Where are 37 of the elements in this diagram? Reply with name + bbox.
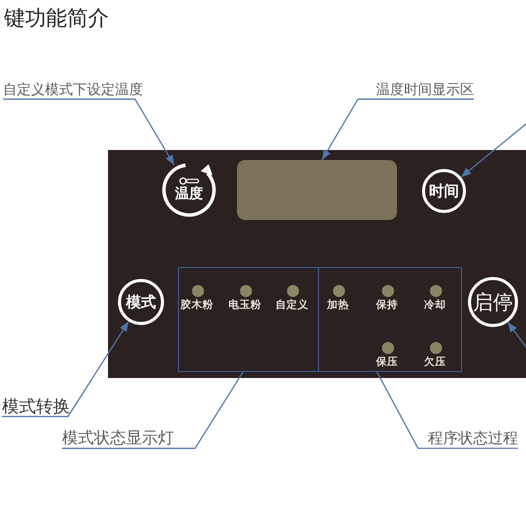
round-button: 模式 (118, 279, 164, 325)
leader-line (321, 98, 474, 160)
indicator-lamp-icon (382, 342, 394, 354)
indicator-lamp-icon (192, 285, 204, 297)
indicator-lamp-icon (430, 342, 442, 354)
round-button: 时间 (422, 169, 466, 213)
lamp-label: 加热 (327, 300, 349, 312)
callout-label: 模式转换 (2, 397, 70, 417)
round-button: 温度 (160, 161, 218, 219)
indicator-lamp-icon (382, 285, 394, 297)
lamp-label: 保压 (376, 357, 398, 369)
indicator-lamp-icon (333, 285, 345, 297)
lamp-label: 胶木粉 (180, 300, 214, 312)
lamp-label: 电玉粉 (228, 300, 262, 312)
indicator-group-frame (178, 267, 319, 372)
lamp-label: 冷却 (424, 300, 446, 312)
indicator-lamp-icon (240, 285, 252, 297)
leader-line (3, 98, 175, 166)
indicator-lamp-icon (430, 285, 442, 297)
leader-line (2, 321, 130, 418)
leader-line (460, 124, 526, 178)
display-screen (237, 160, 397, 220)
callout-label: 程序状态过程 (428, 431, 518, 448)
callout-label: 温度时间显示区 (376, 83, 474, 100)
lamp-label: 欠压 (424, 357, 446, 369)
leader-line (376, 372, 518, 449)
indicator-lamp-icon (287, 285, 299, 297)
lamp-label: 自定义 (276, 300, 308, 312)
round-button: 启停 (468, 277, 518, 327)
leader-line (507, 322, 526, 348)
control-panel (108, 150, 526, 378)
page-title: 键功能简介 (4, 6, 109, 30)
leader-line (62, 372, 244, 449)
callout-label: 模式状态显示灯 (62, 430, 174, 448)
callout-label: 自定义模式下设定温度 (3, 83, 143, 100)
indicator-group-frame (318, 267, 462, 372)
lamp-label: 保持 (376, 300, 398, 312)
